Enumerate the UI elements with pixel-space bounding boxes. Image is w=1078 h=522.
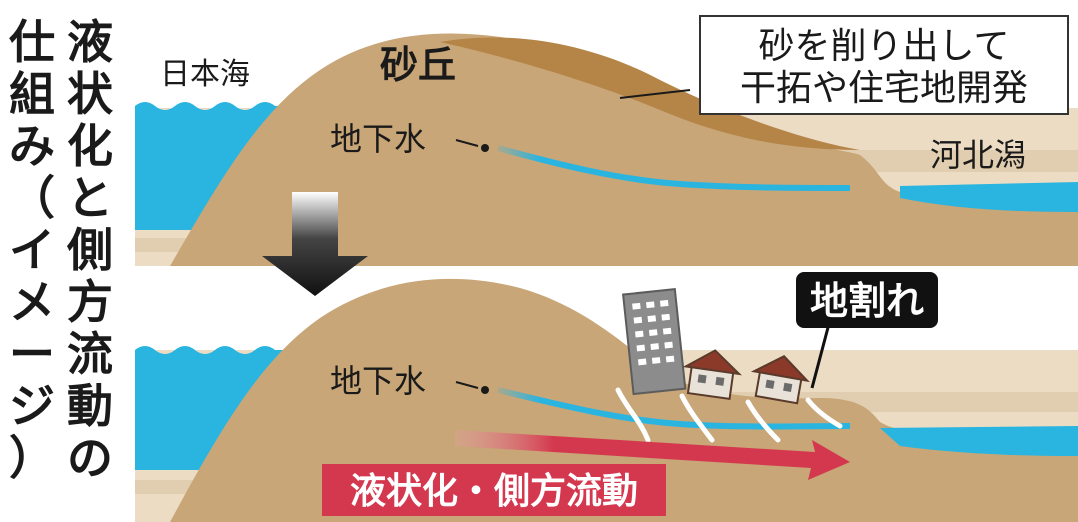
groundwater-line	[497, 145, 851, 191]
crack-label: 地割れ	[810, 279, 924, 323]
title-char: 流	[67, 327, 113, 381]
title-char: メ	[9, 275, 55, 329]
lagoon-after	[880, 426, 1078, 456]
sand-dune	[170, 33, 1078, 266]
sea-label: 日本海	[160, 57, 250, 92]
groundwater-label: 地下水	[330, 120, 426, 158]
liquefaction-label: 液状化・側方流動	[350, 471, 638, 512]
panel-before: 砂を削り出して 干拓や住宅地開発 日本海 砂丘 地下水 河北潟	[135, 15, 1078, 266]
lagoon-label: 河北潟	[930, 136, 1026, 174]
title-char: ）	[9, 431, 55, 485]
callout-box	[699, 15, 1069, 115]
groundwater-line-after	[497, 387, 851, 430]
title-char: ー	[9, 327, 55, 381]
panel-after: 地下水	[135, 272, 1078, 522]
house-1	[682, 349, 742, 401]
ground-cracks	[615, 387, 843, 443]
callout-line1: 砂を削り出して	[759, 26, 1010, 67]
title-char: ジ	[9, 379, 55, 433]
title-line2: 仕組み（イメージ）	[4, 16, 60, 484]
title-char: の	[67, 431, 113, 485]
title-char: 液	[67, 15, 113, 69]
title-char: 方	[67, 275, 113, 329]
groundwater-label-after: 地下水	[330, 362, 426, 400]
transition-arrow	[262, 192, 368, 296]
title-char: イ	[9, 223, 55, 277]
crack-label-box	[796, 272, 938, 328]
dune-label: 砂丘	[380, 43, 456, 87]
title-line1: 液状化と側方流動の	[62, 16, 118, 484]
title-char: 組	[9, 67, 55, 121]
tilted-building	[622, 288, 687, 396]
lateral-flow-arrow	[455, 430, 850, 480]
callout-line2: 干拓や住宅地開発	[740, 68, 1028, 109]
title-char: （	[9, 171, 55, 225]
title-char: 化	[67, 119, 113, 173]
liquefaction-label-box	[322, 464, 666, 516]
title-char: 動	[67, 379, 113, 433]
title-char: と	[67, 171, 113, 225]
house-2	[750, 355, 810, 405]
title-char: み	[9, 119, 55, 173]
title-char: 仕	[9, 15, 55, 69]
title-char: 状	[67, 67, 113, 121]
lagoon	[900, 182, 1078, 212]
title-char: 側	[67, 223, 113, 277]
